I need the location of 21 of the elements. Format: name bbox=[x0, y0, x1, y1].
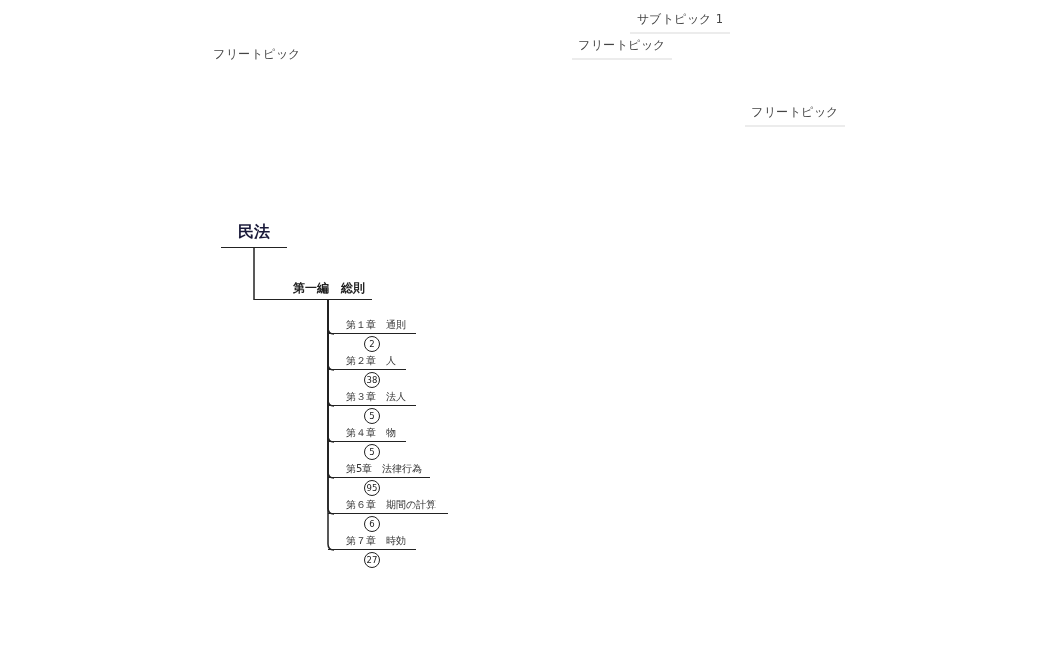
topic-text: 第一編 総則 bbox=[293, 281, 365, 295]
topic-text: 民法 bbox=[238, 223, 270, 241]
topic-text: フリートピック bbox=[578, 39, 666, 52]
count-badge: 5 bbox=[364, 444, 380, 460]
count-badge: 38 bbox=[364, 372, 380, 388]
topic-text: 第４章 物 bbox=[346, 427, 396, 438]
count-badge: 5 bbox=[364, 408, 380, 424]
topic-text: フリートピック bbox=[213, 48, 301, 61]
count-badge: 2 bbox=[364, 336, 380, 352]
topic-text: サブトピック 1 bbox=[636, 13, 724, 26]
topic-text: 第６章 期間の計算 bbox=[346, 499, 436, 510]
branch-line bbox=[253, 247, 255, 301]
topic-text: 第３章 法人 bbox=[346, 391, 406, 402]
topic-text: フリートピック bbox=[751, 106, 839, 119]
topic-text: 第１章 通則 bbox=[346, 319, 406, 330]
count-badge: 95 bbox=[364, 480, 380, 496]
count-badge: 6 bbox=[364, 516, 380, 532]
topic-text: 第２章 人 bbox=[346, 355, 396, 366]
topic-text: 第７章 時効 bbox=[346, 535, 406, 546]
topic-text: 第5章 法律行為 bbox=[346, 463, 423, 474]
count-badge: 27 bbox=[364, 552, 380, 568]
